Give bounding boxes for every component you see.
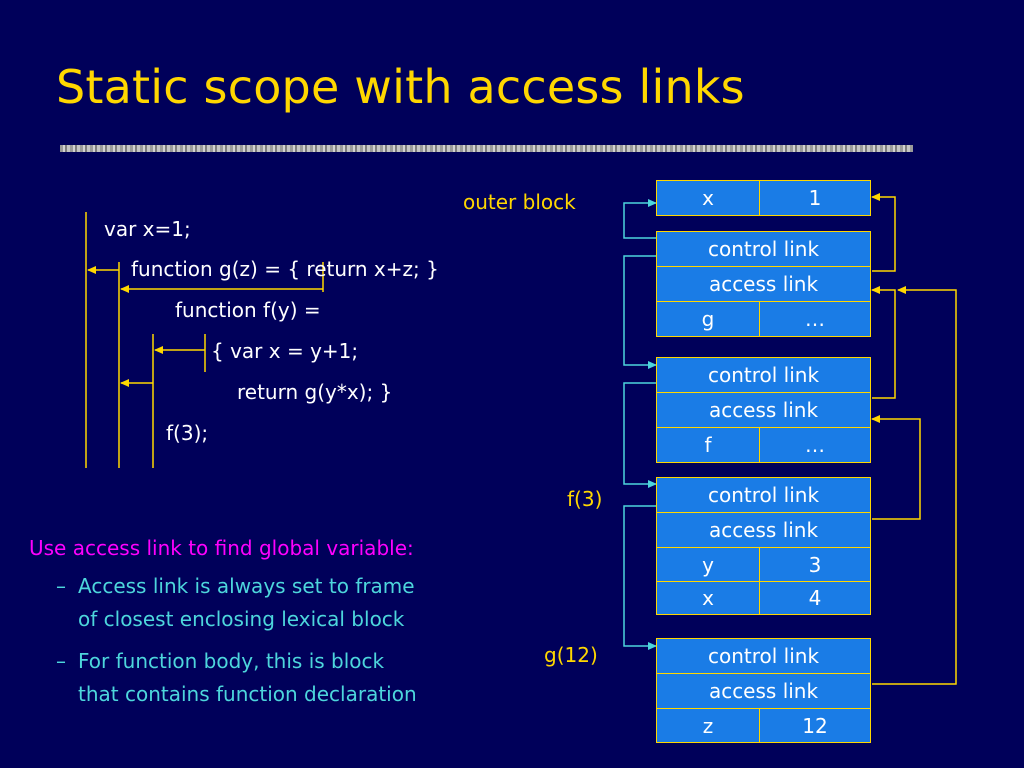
outer-block-label: outer block bbox=[463, 190, 576, 214]
frame5-access-link: access link bbox=[656, 673, 871, 709]
f3-label: f(3) bbox=[567, 487, 603, 511]
access-arrow-frame4 bbox=[872, 286, 957, 685]
frame2-g-value: … bbox=[759, 301, 871, 337]
dash-bullet: – bbox=[56, 574, 66, 598]
code-line-2: function g(z) = { return x+z; } bbox=[131, 257, 439, 281]
access-arrow-frame1 bbox=[871, 193, 896, 272]
frame3-f-name: f bbox=[656, 427, 760, 463]
g12-label: g(12) bbox=[544, 643, 598, 667]
note-main: Use access link to find global variable: bbox=[29, 536, 414, 560]
control-arrow-frame1 bbox=[623, 199, 657, 239]
note-sub-2: – For function body, this is block that … bbox=[56, 645, 417, 711]
frame3-control-link: control link bbox=[656, 357, 871, 393]
slide-title: Static scope with access links bbox=[56, 60, 745, 114]
code-line-4: { var x = y+1; bbox=[211, 339, 359, 363]
control-arrow-frame3 bbox=[623, 382, 657, 488]
control-arrow-frame4 bbox=[623, 505, 657, 650]
code-line-3: function f(y) = bbox=[175, 298, 321, 322]
frame3-f-value: … bbox=[759, 427, 871, 463]
frame4-x-name: x bbox=[656, 581, 760, 615]
note-sub-1: – Access link is always set to frame of … bbox=[56, 570, 415, 636]
control-arrow-frame2 bbox=[623, 255, 657, 369]
outer-x-name: x bbox=[656, 180, 760, 216]
dash-bullet: – bbox=[56, 649, 66, 673]
note-sub-1-line1: Access link is always set to frame bbox=[78, 574, 415, 598]
frame5-z-name: z bbox=[656, 708, 760, 743]
frame2-control-link: control link bbox=[656, 231, 871, 267]
code-line-5: return g(y*x); } bbox=[237, 380, 393, 404]
note-sub-2-line2: that contains function declaration bbox=[78, 682, 417, 706]
access-arrow-frame3 bbox=[871, 415, 921, 520]
access-arrow-frame2 bbox=[871, 286, 896, 399]
frame2-g-name: g bbox=[656, 301, 760, 337]
frame4-y-name: y bbox=[656, 547, 760, 583]
code-line-6: f(3); bbox=[166, 421, 209, 445]
frame4-x-value: 4 bbox=[759, 581, 871, 615]
frame5-z-value: 12 bbox=[759, 708, 871, 743]
frame4-access-link: access link bbox=[656, 512, 871, 548]
frame2-access-link: access link bbox=[656, 266, 871, 302]
note-sub-1-line2: of closest enclosing lexical block bbox=[78, 607, 405, 631]
frame3-access-link: access link bbox=[656, 392, 871, 428]
code-line-1: var x=1; bbox=[104, 217, 191, 241]
title-divider bbox=[60, 145, 913, 152]
outer-x-value: 1 bbox=[759, 180, 871, 216]
note-sub-2-line1: For function body, this is block bbox=[78, 649, 385, 673]
frame4-y-value: 3 bbox=[759, 547, 871, 583]
frame5-control-link: control link bbox=[656, 638, 871, 674]
frame4-control-link: control link bbox=[656, 477, 871, 513]
